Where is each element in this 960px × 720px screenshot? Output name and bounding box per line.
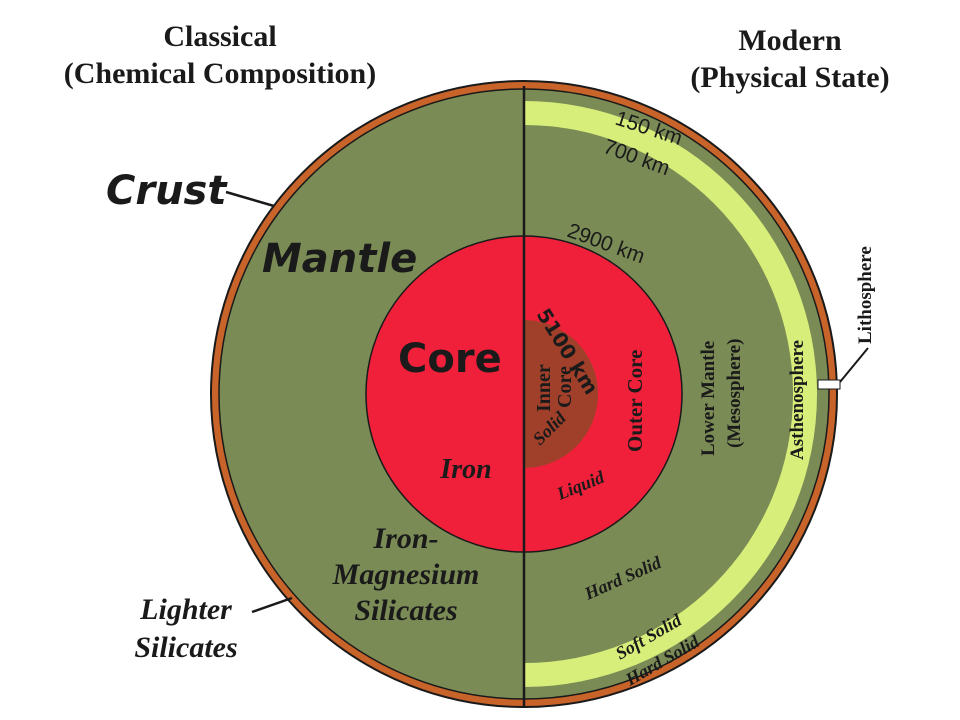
classical-heading: Classical xyxy=(163,20,276,53)
asthenosphere-label: Asthenosphere xyxy=(787,340,808,460)
inner-core-label-line2: Core xyxy=(554,366,576,408)
inner-core xyxy=(524,320,598,468)
modern-heading: Modern xyxy=(738,24,842,57)
crust-leader-line xyxy=(225,190,275,208)
outer-core-label: Outer Core xyxy=(623,350,647,452)
crust-label: Crust xyxy=(106,168,228,214)
classical-subheading: (Chemical Composition) xyxy=(64,57,376,90)
inner-core-label-line1: Inner xyxy=(533,364,555,412)
lighter-silicates-leader-line xyxy=(251,596,293,614)
iron-label: Iron xyxy=(439,454,491,485)
core-label: Core xyxy=(398,336,502,382)
lithosphere-leader-line xyxy=(839,347,869,383)
lower-mantle-label-line2: (Mesosphere) xyxy=(724,339,745,448)
lithosphere-label: Lithosphere xyxy=(855,246,876,344)
silicates-label-line3: Silicates xyxy=(354,594,457,627)
lighter-silicates-label-line1: Lighter xyxy=(139,593,232,626)
modern-subheading: (Physical State) xyxy=(690,61,889,94)
lower-mantle-label-line1: Lower Mantle xyxy=(698,341,719,456)
lithosphere-marker xyxy=(817,379,841,390)
mantle-label: Mantle xyxy=(262,236,417,282)
lighter-silicates-label-line2: Silicates xyxy=(134,631,237,664)
silicates-label-line2: Magnesium xyxy=(332,558,480,591)
silicates-label-line1: Iron- xyxy=(372,522,438,555)
